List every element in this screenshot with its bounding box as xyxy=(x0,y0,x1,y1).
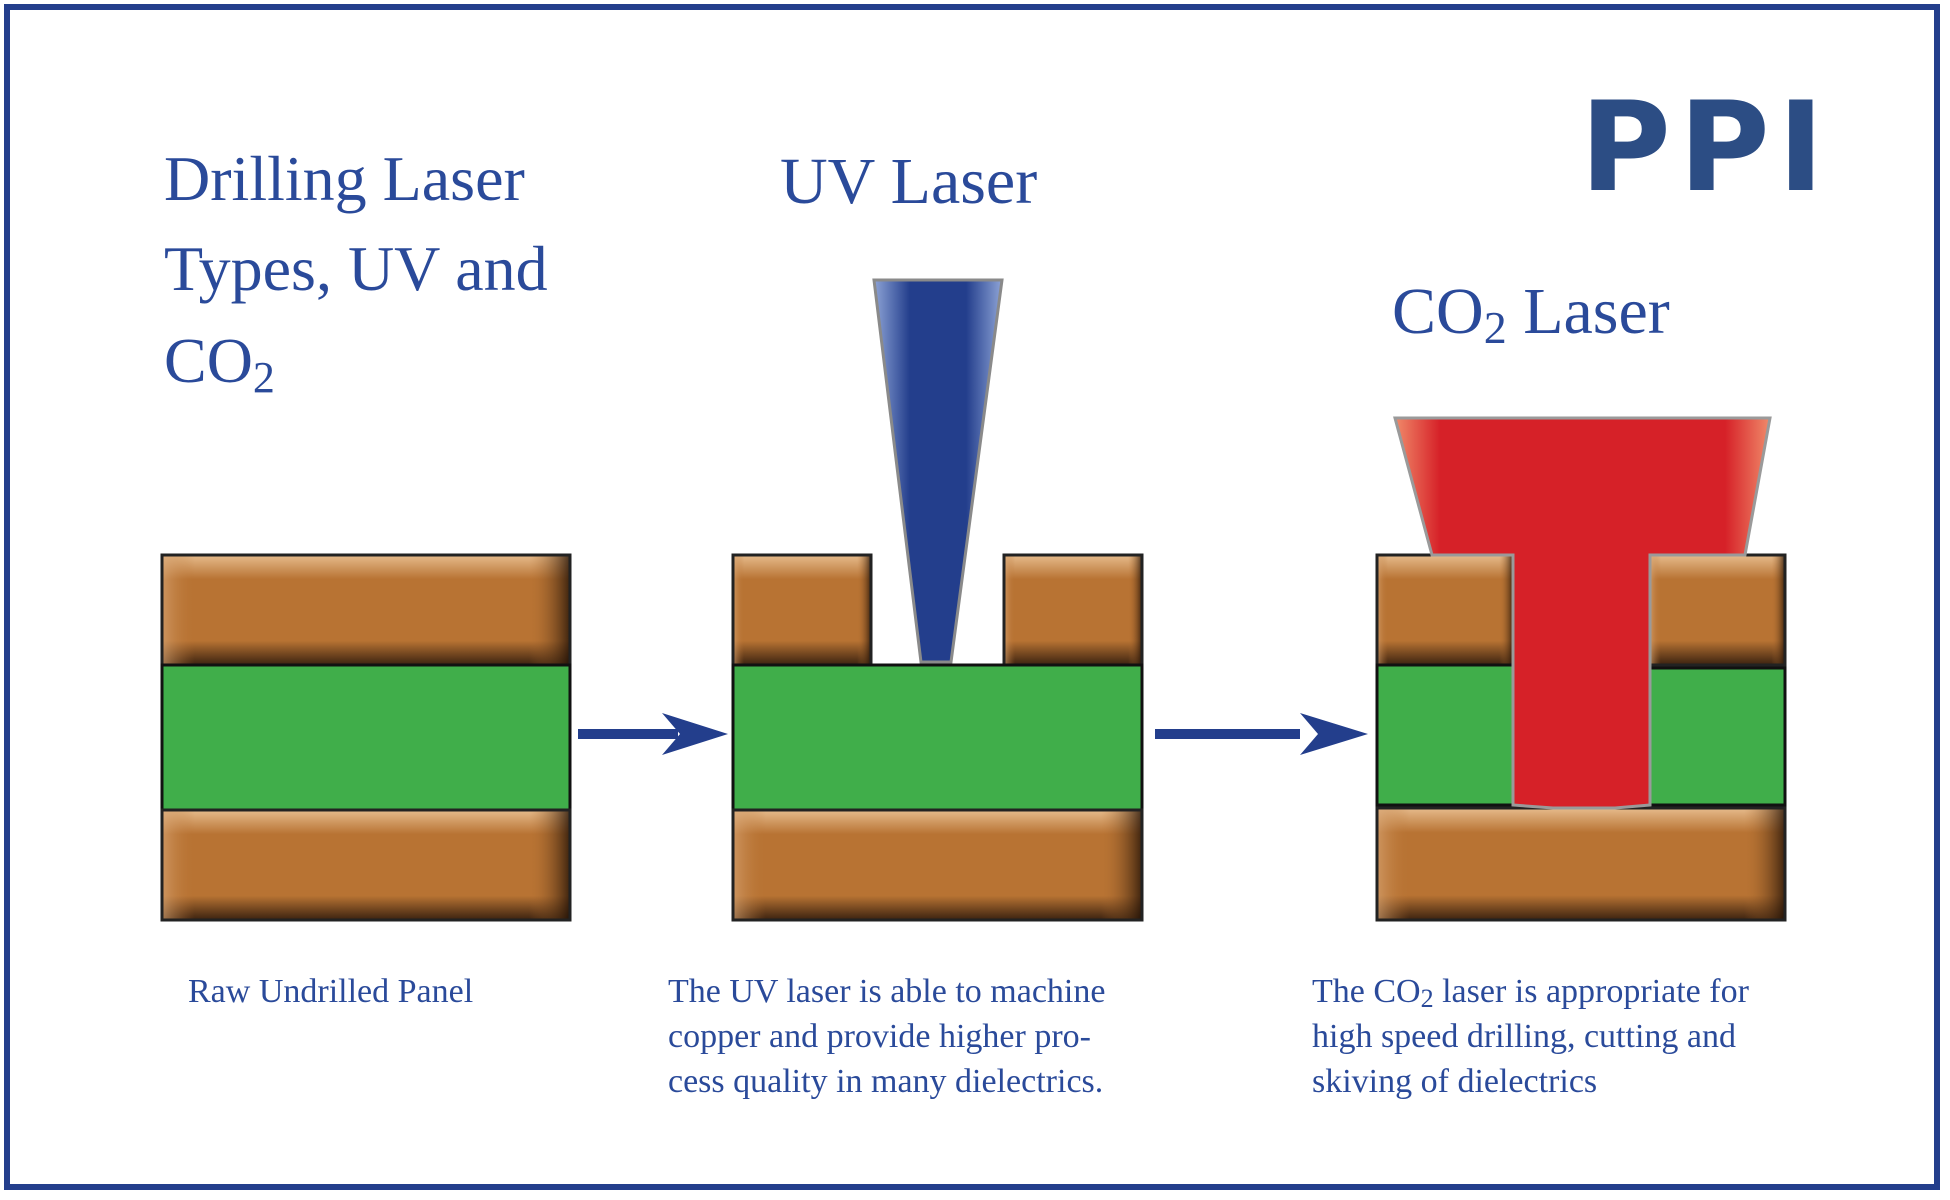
process-arrow-1 xyxy=(578,713,728,755)
raw-panel xyxy=(160,553,572,922)
uv-panel-dielectric xyxy=(731,663,1144,812)
uv-panel-top-copper-right xyxy=(1002,553,1144,667)
caption-co2-line-1: The CO2 laser is appropriate for xyxy=(1312,973,1750,1013)
caption-uv-line-2: copper and provide higher pro- xyxy=(668,1018,1091,1055)
uv-laser-beam xyxy=(872,278,1004,664)
uv-panel-bottom-copper xyxy=(731,808,1144,922)
process-arrow-2 xyxy=(1155,713,1368,755)
caption-co2-line-3: skiving of dielectrics xyxy=(1312,1063,1597,1100)
co2-laser-beam xyxy=(1393,416,1772,810)
raw-panel-bottom-copper xyxy=(160,808,572,922)
co2-laser-title: CO2 Laser xyxy=(1392,275,1670,353)
co2-panel-dielectric-right xyxy=(1648,666,1787,807)
caption-uv: The UV laser is able to machine copper a… xyxy=(668,973,1105,1100)
uv-laser-title: UV Laser xyxy=(780,145,1037,218)
uv-panel-top-copper-left xyxy=(731,553,873,667)
caption-co2: The CO2 laser is appropriate for high sp… xyxy=(1312,973,1750,1100)
main-title-line-2: Types, UV and xyxy=(164,233,548,304)
main-title: Drilling Laser Types, UV and CO2 xyxy=(164,143,548,402)
caption-uv-line-3: cess quality in many dielectrics. xyxy=(668,1063,1103,1100)
caption-co2-line-2: high speed drilling, cutting and xyxy=(1312,1018,1736,1055)
ppi-logo: PPI xyxy=(1580,76,1832,220)
caption-raw-panel: Raw Undrilled Panel xyxy=(188,973,473,1010)
co2-panel xyxy=(1375,416,1787,922)
uv-panel xyxy=(731,278,1144,922)
raw-panel-top-copper xyxy=(160,553,572,667)
co2-panel-top-copper-right xyxy=(1648,553,1787,667)
co2-panel-dielectric-left xyxy=(1375,663,1515,807)
raw-panel-dielectric xyxy=(160,663,572,812)
co2-panel-top-copper-left xyxy=(1375,553,1515,667)
co2-panel-bottom-copper xyxy=(1375,806,1787,922)
main-title-line-3: CO2 xyxy=(164,325,275,402)
main-title-line-1: Drilling Laser xyxy=(164,143,525,214)
caption-uv-line-1: The UV laser is able to machine xyxy=(668,973,1105,1010)
diagram-frame xyxy=(4,4,1940,1190)
